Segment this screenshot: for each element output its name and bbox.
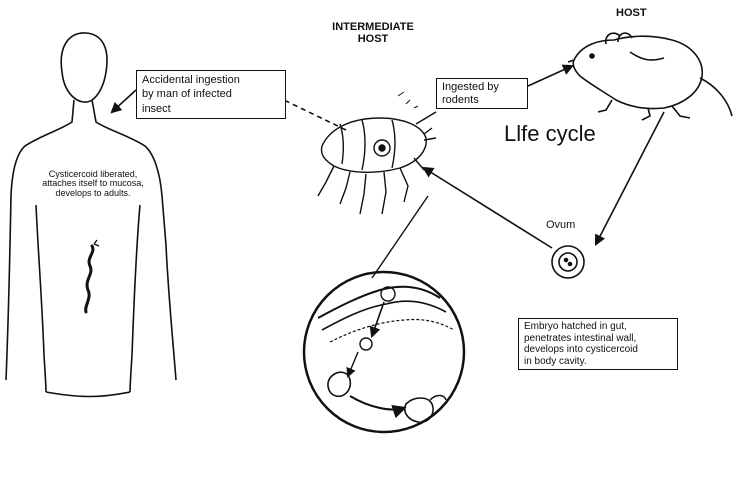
insect-to-magnifier-line bbox=[372, 196, 428, 278]
ovum-icon bbox=[552, 246, 584, 278]
rat-icon bbox=[568, 33, 732, 120]
accidental-ingestion-box: Accidental ingestion by man of infected … bbox=[136, 70, 286, 119]
cysticercoid-label: Cysticercoid liberated, attaches itself … bbox=[18, 170, 168, 198]
rat-to-ovum-arrow bbox=[596, 112, 664, 244]
magnifier-to-embryo-box-line bbox=[460, 330, 518, 336]
ovum-label: Ovum bbox=[546, 220, 575, 232]
embryo-hatched-box: Embryo hatched in gut, penetrates intest… bbox=[518, 318, 678, 370]
host-label: HOST bbox=[616, 8, 647, 20]
life-cycle-title: Llfe cycle bbox=[504, 122, 596, 145]
ingestion-to-man-arrow bbox=[112, 90, 136, 112]
tapeworm-icon bbox=[86, 246, 93, 312]
insect-to-man-dashed-line bbox=[286, 101, 346, 130]
intermediate-host-label: INTERMEDIATE HOST bbox=[318, 22, 428, 45]
ingested-by-rodents-box: Ingested by rodents bbox=[436, 78, 528, 109]
flea-icon bbox=[318, 118, 436, 214]
rodents-to-rat-arrow bbox=[528, 66, 572, 86]
insect-to-rodent-connector bbox=[416, 112, 436, 124]
ovum-to-insect-arrow bbox=[424, 168, 552, 248]
magnified-intestine-circle bbox=[304, 272, 464, 432]
